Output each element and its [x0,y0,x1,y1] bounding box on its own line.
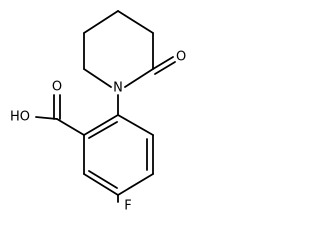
bond-benzene-top-right [117,114,154,136]
atom-fluorine: F [124,199,131,212]
bond-ketone-double-inner [154,61,176,75]
bond-benzene-top-left [83,114,119,136]
bond-benzene-bottom-right [117,173,154,196]
benzene-ring [83,114,154,196]
atom-nitrogen: N [113,81,123,96]
bond-benzene-bottom-left [83,173,119,196]
chemical-structure-diagram: O N HO O F [10,10,186,212]
bond-nitrogen-to-ring-left [83,68,112,88]
piperidinone-ring [83,10,176,88]
carboxylic-acid-group [35,94,85,136]
bond-benzene-bottom-left-inner [88,170,118,189]
atom-oxygen-ketone: O [176,50,186,65]
bond-ring-to-carboxyl [56,118,85,136]
bond-ring-top-right [117,10,154,34]
bond-ring-top-left [83,10,119,34]
bond-ketone-double-outer [152,56,174,70]
bond-carbonyl-to-nitrogen [124,68,154,88]
atom-hydroxyl: HO [10,110,30,125]
atom-oxygen-acid: O [52,80,62,95]
bond-benzene-top-left-inner [88,121,118,139]
